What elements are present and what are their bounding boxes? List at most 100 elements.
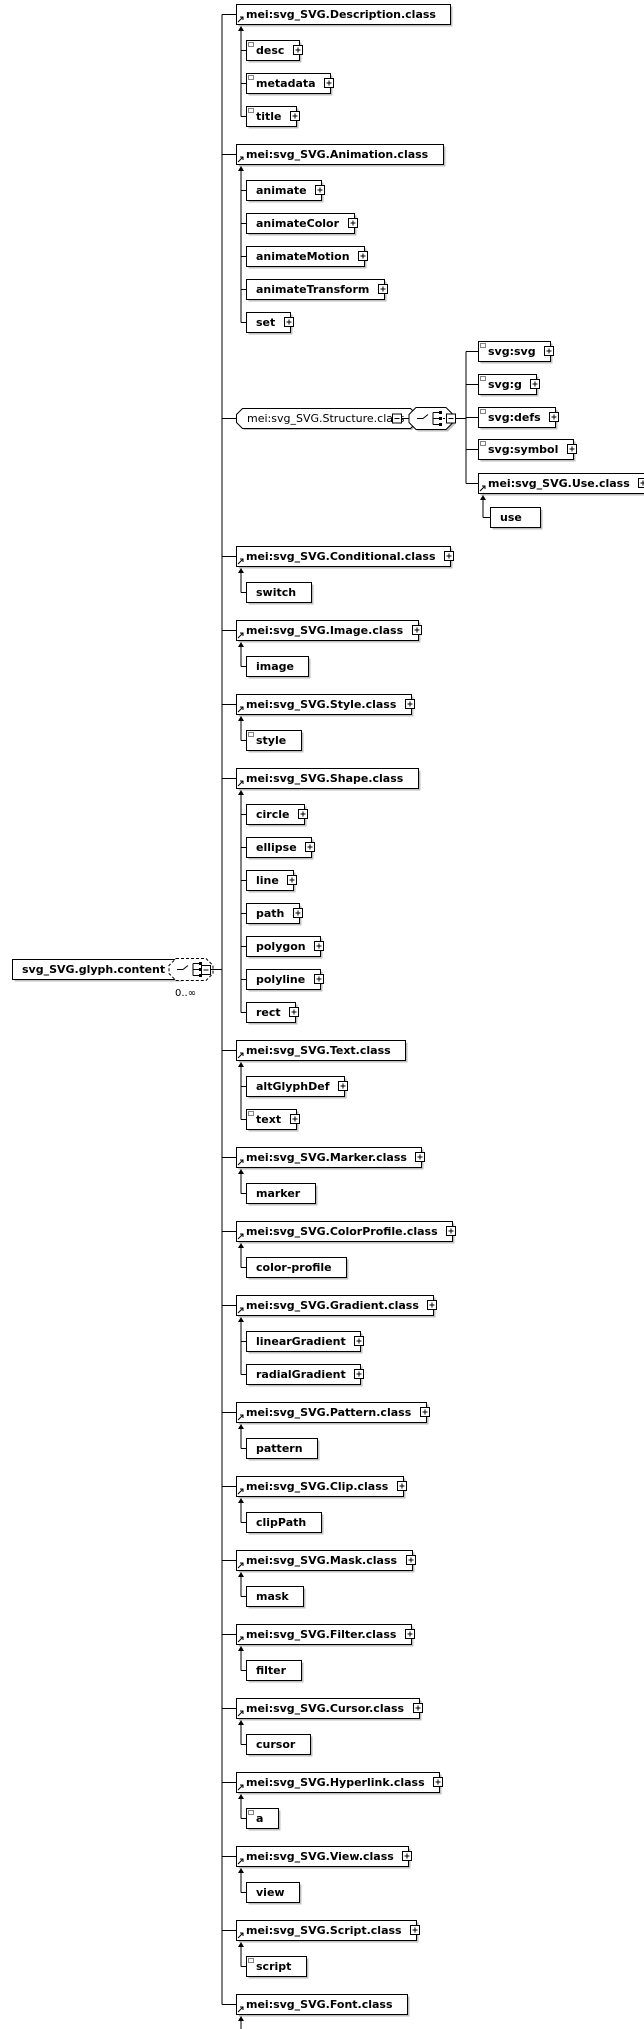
item-node[interactable]: title [246, 106, 299, 129]
group-node[interactable]: mei:svg_SVG.Clip.class [236, 1476, 406, 1499]
item-node[interactable]: cursor [246, 1734, 313, 1757]
item-node[interactable]: filter [246, 1660, 304, 1683]
expand-mei-svg-svg-marker-class-icon[interactable] [415, 1152, 425, 1162]
group-node[interactable]: mei:svg_SVG.Shape.class [236, 768, 421, 791]
structure-child-node[interactable]: mei:svg_SVG.Use.class [478, 473, 644, 496]
item-node[interactable]: set [246, 312, 293, 335]
group-node[interactable]: mei:svg_SVG.Mask.class [236, 1550, 415, 1573]
group-node[interactable]: mei:svg_SVG.Font.class [236, 1994, 410, 2017]
expand-polyline-icon[interactable] [314, 974, 324, 984]
expand-mei-svg-svg-gradient-class-icon[interactable] [427, 1300, 437, 1310]
group-node[interactable]: mei:svg_SVG.Conditional.class [236, 546, 453, 569]
item-node[interactable]: circle [246, 804, 307, 827]
item-node[interactable]: style [246, 730, 304, 753]
item-node[interactable]: switch [246, 582, 314, 605]
expand-mei-svg-svg-use-class-icon[interactable] [638, 478, 644, 488]
item-node[interactable]: ellipse [246, 837, 314, 860]
item-node[interactable]: color-profile [246, 1257, 349, 1280]
group-node[interactable]: mei:svg_SVG.ColorProfile.class [236, 1221, 455, 1244]
expand-mei-svg-svg-colorprofile-class-icon[interactable] [446, 1226, 456, 1236]
group-node[interactable]: mei:svg_SVG.Pattern.class [236, 1402, 429, 1425]
expand-circle-icon[interactable] [298, 809, 308, 819]
expand-rect-icon[interactable] [289, 1007, 299, 1017]
structure-child-node[interactable]: svg:defs [478, 407, 558, 430]
expand-altglyphdef-icon[interactable] [338, 1081, 348, 1091]
expand-text-icon[interactable] [290, 1114, 300, 1124]
expand-svg-g-icon[interactable] [530, 379, 540, 389]
structure-child-node[interactable]: svg:symbol [478, 439, 576, 462]
item-node[interactable]: text [246, 1109, 299, 1132]
group-node[interactable]: mei:svg_SVG.Style.class [236, 694, 414, 717]
expand-animatetransform-icon[interactable] [378, 284, 388, 294]
group-node[interactable]: mei:svg_SVG.Filter.class [236, 1624, 414, 1647]
item-node[interactable]: altGlyphDef [246, 1076, 347, 1099]
structure-collapse-icon[interactable] [392, 413, 402, 424]
expand-line-icon[interactable] [287, 875, 297, 885]
expand-mei-svg-svg-pattern-class-icon[interactable] [420, 1407, 430, 1417]
structure-child-node[interactable]: svg:g [478, 374, 539, 397]
expand-svg-symbol-icon[interactable] [567, 444, 577, 454]
expand-animatecolor-icon[interactable] [348, 218, 358, 228]
expand-mei-svg-svg-filter-class-icon[interactable] [405, 1629, 415, 1639]
expand-radialgradient-icon[interactable] [354, 1369, 364, 1379]
expand-svg-svg-icon[interactable] [544, 346, 554, 356]
expand-set-icon[interactable] [284, 317, 294, 327]
item-node[interactable]: mask [246, 1586, 306, 1609]
expand-animatemotion-icon[interactable] [358, 251, 368, 261]
item-node[interactable]: animateColor [246, 213, 357, 236]
expand-mei-svg-svg-mask-class-icon[interactable] [406, 1555, 416, 1565]
group-node[interactable]: mei:svg_SVG.Image.class [236, 620, 421, 643]
expand-polygon-icon[interactable] [314, 941, 324, 951]
expand-mei-svg-svg-hyperlink-class-icon[interactable] [433, 1777, 443, 1787]
group-node[interactable]: mei:svg_SVG.Hyperlink.class [236, 1772, 442, 1795]
expand-mei-svg-svg-clip-class-icon[interactable] [397, 1481, 407, 1491]
item-node[interactable]: rect [246, 1002, 298, 1025]
item-node[interactable]: line [246, 870, 296, 893]
expand-mei-svg-svg-view-class-icon[interactable] [402, 1851, 412, 1861]
item-node[interactable]: linearGradient [246, 1331, 363, 1354]
item-node[interactable]: pattern [246, 1438, 320, 1461]
expand-path-icon[interactable] [293, 908, 303, 918]
choice-collapse-icon[interactable] [201, 965, 211, 975]
item-node[interactable]: animateTransform [246, 279, 387, 302]
item-node[interactable]: animate [246, 180, 324, 203]
group-node[interactable]: mei:svg_SVG.View.class [236, 1846, 411, 1869]
expand-svg-defs-icon[interactable] [549, 412, 559, 422]
group-node[interactable]: mei:svg_SVG.Text.class [236, 1040, 408, 1063]
item-node[interactable]: polygon [246, 936, 323, 959]
item-node[interactable]: desc [246, 40, 302, 63]
structure-choice-collapse-icon[interactable] [446, 413, 456, 424]
use-element-node[interactable]: use [490, 507, 543, 530]
item-node[interactable]: view [246, 1882, 302, 1905]
root-element-node[interactable]: svg_SVG.glyph.content [12, 959, 183, 982]
expand-animate-icon[interactable] [315, 185, 325, 195]
expand-lineargradient-icon[interactable] [354, 1336, 364, 1346]
expand-mei-svg-svg-style-class-icon[interactable] [405, 699, 415, 709]
item-node[interactable]: marker [246, 1183, 318, 1206]
group-node[interactable]: mei:svg_SVG.Animation.class [236, 144, 446, 167]
item-node[interactable]: metadata [246, 73, 333, 96]
group-node[interactable]: mei:svg_SVG.Cursor.class [236, 1698, 422, 1721]
item-node[interactable]: a [246, 1808, 281, 1831]
item-node[interactable]: radialGradient [246, 1364, 363, 1387]
item-node[interactable]: path [246, 903, 302, 926]
expand-metadata-icon[interactable] [324, 78, 334, 88]
item-node[interactable]: image [246, 656, 311, 679]
structure-choice-compositor[interactable] [408, 407, 455, 432]
expand-mei-svg-svg-image-class-icon[interactable] [412, 625, 422, 635]
group-node[interactable]: mei:svg_SVG.Description.class [236, 4, 453, 27]
expand-mei-svg-svg-conditional-class-icon[interactable] [444, 551, 454, 561]
group-node[interactable]: mei:svg_SVG.Script.class [236, 1920, 419, 1943]
item-node[interactable]: script [246, 1956, 309, 1979]
expand-desc-icon[interactable] [293, 45, 303, 55]
expand-mei-svg-svg-script-class-icon[interactable] [410, 1925, 420, 1935]
expand-ellipse-icon[interactable] [305, 842, 315, 852]
expand-title-icon[interactable] [290, 111, 300, 121]
structure-child-node[interactable]: svg:svg [478, 341, 553, 364]
structure-group-node[interactable]: mei:svg_SVG.Structure.class [236, 408, 419, 431]
group-node[interactable]: mei:svg_SVG.Gradient.class [236, 1295, 436, 1318]
item-node[interactable]: animateMotion [246, 246, 367, 269]
expand-mei-svg-svg-cursor-class-icon[interactable] [413, 1703, 423, 1713]
item-node[interactable]: clipPath [246, 1512, 324, 1535]
item-node[interactable]: polyline [246, 969, 323, 992]
